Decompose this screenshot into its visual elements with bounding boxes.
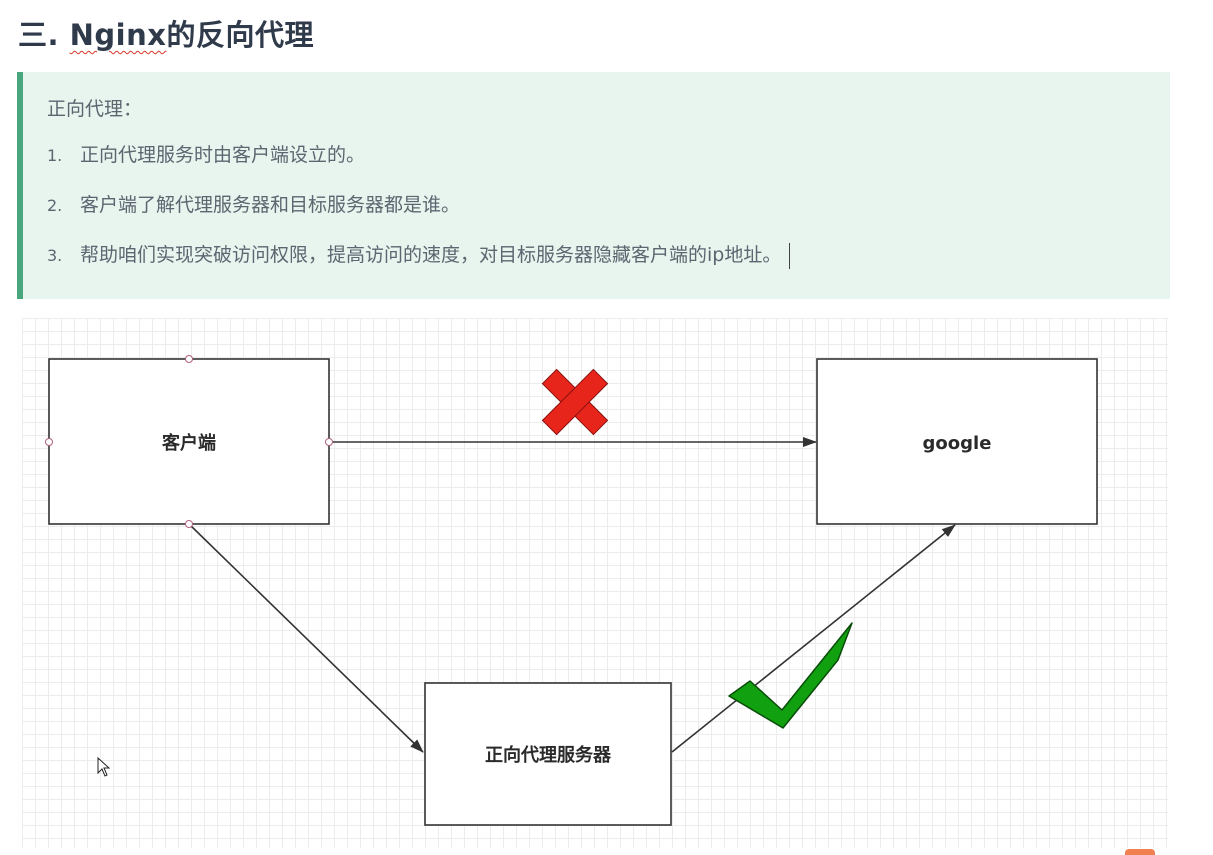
red-cross-icon[interactable] bbox=[524, 351, 626, 453]
node-client-label: 客户端 bbox=[162, 432, 216, 454]
connection-handle[interactable] bbox=[185, 520, 193, 528]
node-proxy-label: 正向代理服务器 bbox=[485, 744, 612, 766]
list-text: 帮助咱们实现突破访问权限，提高访问的速度，对目标服务器隐藏客户端的ip地址。 bbox=[80, 244, 782, 266]
green-check-icon[interactable] bbox=[728, 622, 853, 729]
list-text: 正向代理服务时由客户端设立的。 bbox=[80, 144, 366, 166]
heading-prefix: 三. bbox=[18, 18, 70, 52]
list-item[interactable]: 2. 客户端了解代理服务器和目标服务器都是谁。 bbox=[47, 180, 790, 230]
node-client[interactable]: 客户端 bbox=[45, 355, 333, 528]
mouse-pointer-icon bbox=[97, 757, 111, 777]
note-blockquote[interactable]: 正向代理： 1. 正向代理服务时由客户端设立的。 2. 客户端了解代理服务器和目标服… bbox=[17, 72, 1170, 299]
corner-widget[interactable] bbox=[1125, 849, 1155, 855]
connection-handle[interactable] bbox=[325, 438, 333, 446]
list-item[interactable]: 1. 正向代理服务时由客户端设立的。 bbox=[47, 130, 790, 180]
heading-keyword: Nginx bbox=[69, 18, 167, 52]
connection-handle[interactable] bbox=[185, 355, 193, 363]
note-title: 正向代理： bbox=[47, 98, 143, 120]
heading-suffix: 的反向代理 bbox=[166, 18, 314, 52]
note-list: 1. 正向代理服务时由客户端设立的。 2. 客户端了解代理服务器和目标服务器都是谁。… bbox=[47, 130, 791, 280]
connection-handle[interactable] bbox=[45, 438, 53, 446]
node-target-label: google bbox=[923, 433, 992, 454]
edge-proxy-to-target[interactable] bbox=[671, 524, 956, 753]
list-item[interactable]: 3. 帮助咱们实现突破访问权限，提高访问的速度，对目标服务器隐藏客户端的ip地址。 bbox=[47, 230, 791, 280]
diagram-canvas: 客户端 google 正向代理服务器 bbox=[45, 351, 1098, 826]
list-number: 2. bbox=[47, 196, 63, 215]
list-text: 客户端了解代理服务器和目标服务器都是谁。 bbox=[80, 194, 461, 216]
edge-client-to-proxy[interactable] bbox=[188, 523, 424, 753]
section-heading: 三. Nginx的反向代理 bbox=[18, 12, 314, 54]
list-number: 3. bbox=[47, 246, 63, 265]
proxy-diagram[interactable]: 客户端 google 正向代理服务器 bbox=[22, 318, 1168, 848]
text-cursor bbox=[789, 242, 791, 269]
list-number: 1. bbox=[47, 146, 63, 165]
node-target[interactable]: google bbox=[816, 358, 1098, 525]
node-proxy[interactable]: 正向代理服务器 bbox=[424, 682, 672, 826]
